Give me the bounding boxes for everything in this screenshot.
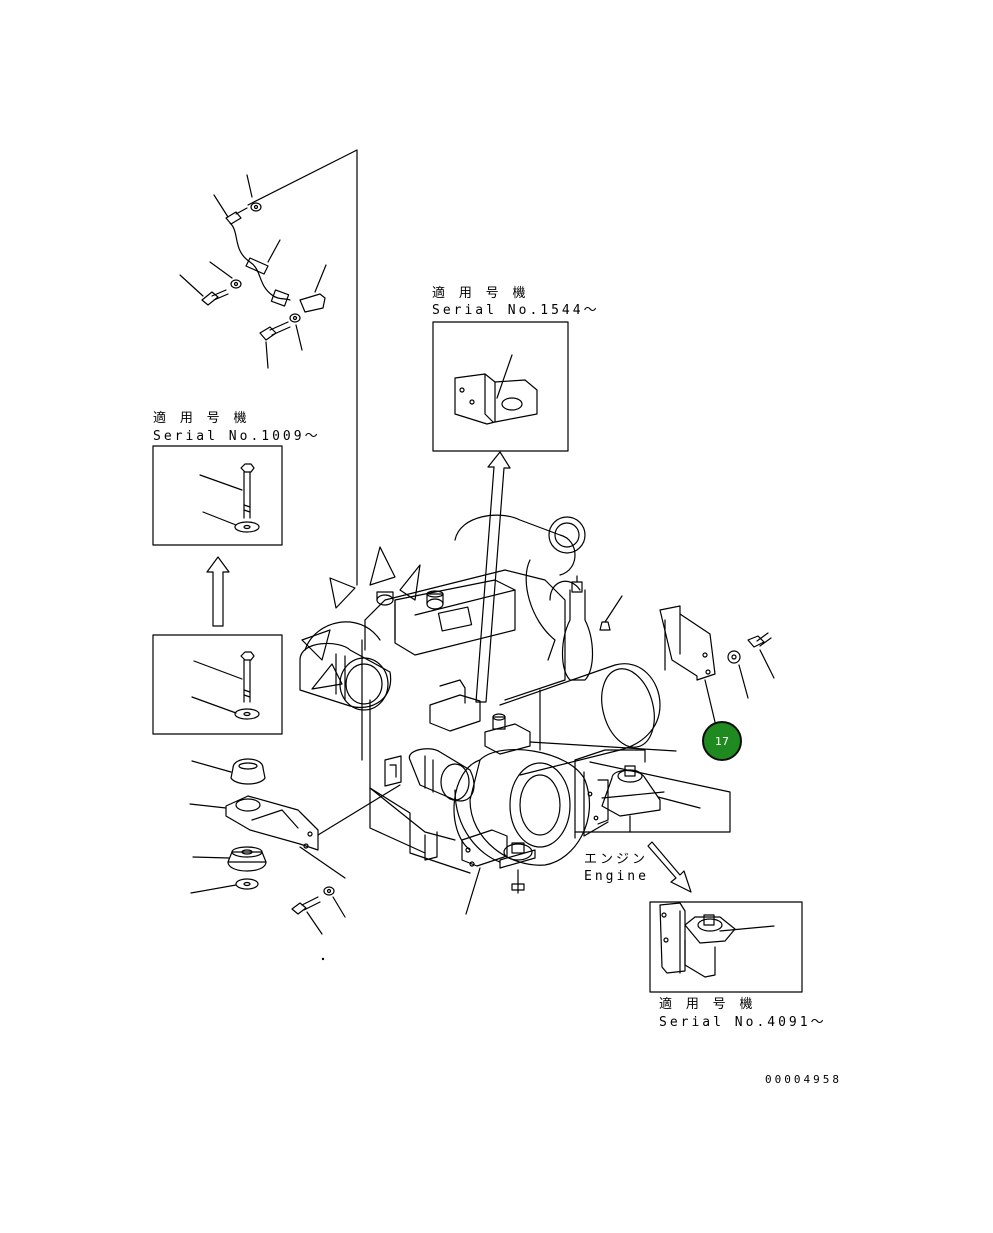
engine-jp-label: エンジン [584, 852, 649, 867]
inset-top-serial-label: Serial No.1544～ [432, 303, 600, 318]
inset-top-applicable-label: 適 用 号 機 [432, 286, 529, 301]
inset-left-serial-label: Serial No.1009～ [153, 429, 321, 444]
engine-assembly [299, 451, 775, 915]
document-number: 00004958 [765, 1073, 842, 1086]
sensor-harness-group [179, 149, 358, 586]
left-mount-parts [189, 758, 401, 961]
arrow-up-left [206, 556, 230, 627]
inset-bottom-right-serial-label: Serial No.4091～ [659, 1015, 827, 1030]
engine-en-label: Engine [584, 869, 649, 884]
inset-left-applicable-label: 適 用 号 機 [153, 411, 250, 426]
inset-left-box [152, 445, 283, 546]
part-callout-17[interactable]: 17 [702, 721, 742, 761]
inset-top-box [432, 321, 569, 452]
inset-left-lower-box [152, 634, 283, 735]
inset-bottom-right-applicable-label: 適 用 号 機 [659, 997, 756, 1012]
inset-bottom-right-box [649, 901, 803, 993]
